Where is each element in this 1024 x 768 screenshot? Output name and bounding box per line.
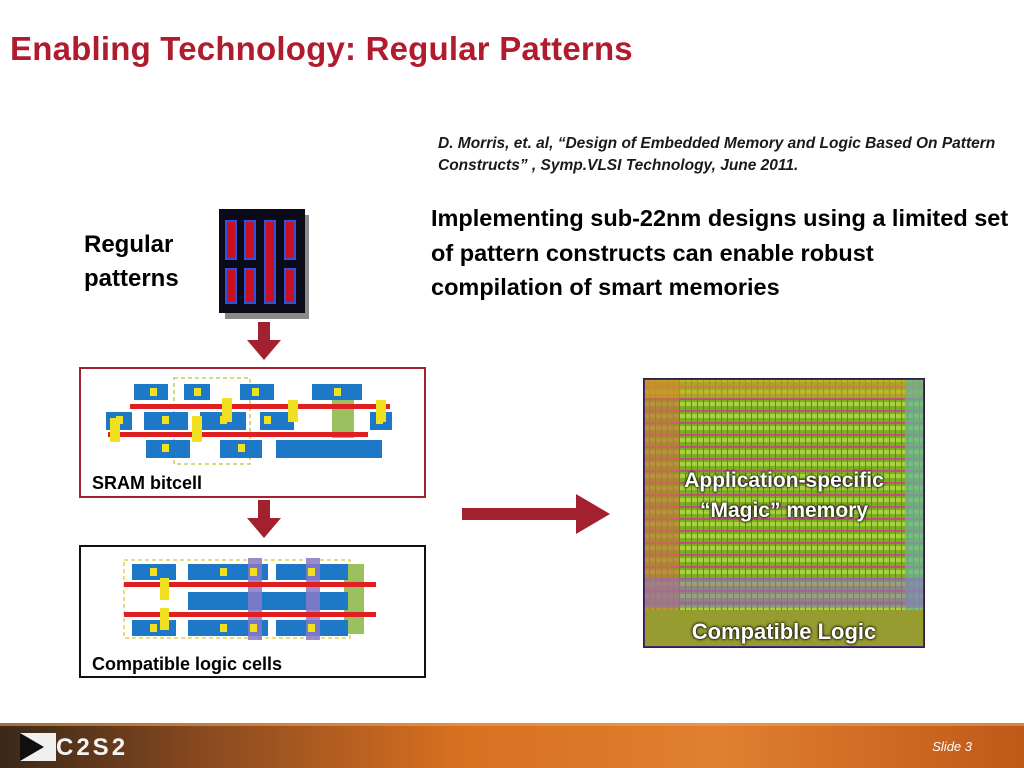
- logic-layout-diagram: [123, 558, 376, 640]
- slide-title: Enabling Technology: Regular Patterns: [10, 30, 633, 67]
- citation: D. Morris, et. al, “Design of Embedded M…: [438, 135, 996, 174]
- sram-layout-diagram: [106, 377, 392, 465]
- regular-patterns-label-text: Regular patterns: [84, 231, 179, 292]
- chip-layout-image: [643, 378, 925, 648]
- compatible-logic-label: Compatible logic cells: [92, 654, 283, 674]
- down-arrow-icon: [247, 500, 281, 538]
- chip-logic-label: Compatible Logic: [691, 619, 877, 644]
- down-arrow-icon: [247, 322, 281, 360]
- sram-bitcell-label: SRAM bitcell: [92, 473, 203, 493]
- regular-patterns-label: Regular patterns: [84, 228, 204, 296]
- footer-logo-text: C2S2: [56, 734, 129, 761]
- regular-pattern-icon: [219, 209, 309, 319]
- description-text: Implementing sub-22nm designs using a li…: [431, 205, 1009, 300]
- right-arrow-icon: [462, 494, 610, 534]
- slide-number: Slide 3: [932, 739, 972, 754]
- chip-memory-label: Application-specific “Magic” memory: [684, 469, 884, 522]
- footer-banner: [0, 723, 1024, 768]
